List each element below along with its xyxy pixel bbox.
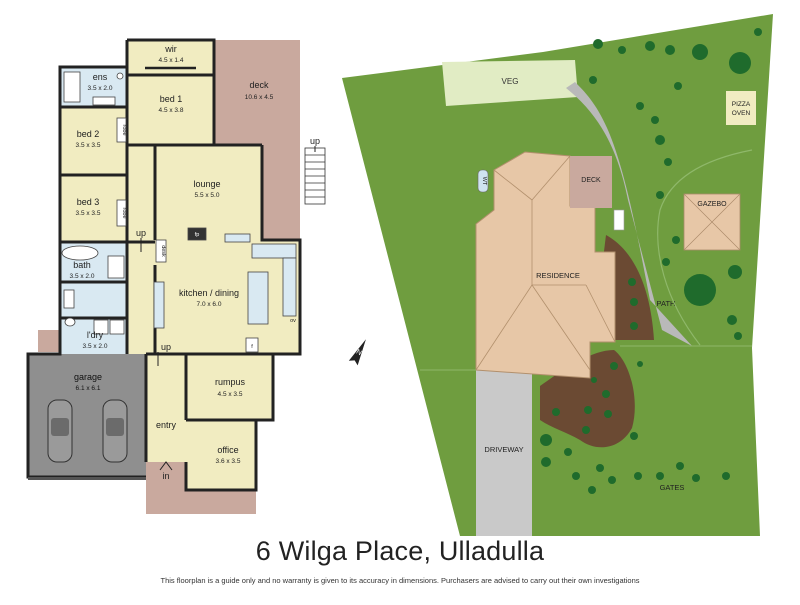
garage-dims: 6.1 x 6.1 xyxy=(76,385,101,392)
ldry-label: l'dry xyxy=(87,330,104,340)
kitchen-room xyxy=(155,240,300,354)
hall-room xyxy=(127,145,155,242)
rumpus-label: rumpus xyxy=(215,377,246,387)
in-marker: in xyxy=(162,471,169,481)
lounge-room xyxy=(155,145,262,240)
ens-dims: 3.5 x 2.0 xyxy=(88,85,113,92)
trees xyxy=(540,28,762,494)
kitchen-dims: 7.0 x 6.0 xyxy=(197,301,222,308)
rumpus-room xyxy=(186,354,273,420)
desk-label: desk xyxy=(160,245,166,257)
up-marker-hall: up xyxy=(136,228,146,238)
hall2-room xyxy=(127,242,155,354)
car-right xyxy=(102,399,128,463)
floor-plan: wir 4.5 x 1.4 ens 3.5 x 2.0 bed 1 4.5 x … xyxy=(26,38,326,514)
bed2-dims: 3.5 x 3.5 xyxy=(76,142,101,149)
robe-label-1: robe xyxy=(121,124,127,135)
site-plan: VEG PIZZA OVEN PATH GAZEBO DRIVEWAY xyxy=(342,14,773,536)
lounge-dims: 5.5 x 5.0 xyxy=(195,192,220,199)
pizza-oven xyxy=(726,91,756,125)
entry-room xyxy=(146,354,186,462)
entry-label: entry xyxy=(156,420,177,430)
site-deck-steps xyxy=(613,209,625,231)
bed3-room xyxy=(60,175,127,242)
fixtures xyxy=(61,66,297,353)
ldry-dims: 3.5 x 2.0 xyxy=(83,343,108,350)
bed3-dims: 3.5 x 3.5 xyxy=(76,210,101,217)
up-marker-kitchen: up xyxy=(161,342,171,352)
garage-label: garage xyxy=(74,372,102,382)
rumpus-dims: 4.5 x 3.5 xyxy=(218,391,243,398)
pizza-label-line1: PIZZA xyxy=(732,101,751,108)
wt-label: WT xyxy=(481,177,487,186)
bed1-room xyxy=(127,75,214,145)
veg-garden xyxy=(442,60,578,106)
office-room xyxy=(186,420,256,490)
up-marker-deck: up xyxy=(310,136,320,146)
veg-label: VEG xyxy=(502,77,519,86)
room-labels: wir 4.5 x 1.4 ens 3.5 x 2.0 bed 1 4.5 x … xyxy=(70,44,274,465)
lounge-label: lounge xyxy=(193,179,220,189)
office-dims: 3.6 x 3.5 xyxy=(216,458,241,465)
disclaimer-text: This floorplan is a guide only and no wa… xyxy=(160,576,640,585)
wir-dims: 4.5 x 1.4 xyxy=(159,57,184,64)
deck-area xyxy=(214,40,300,240)
fp-label: fp xyxy=(195,232,200,238)
gazebo-label: GAZEBO xyxy=(697,201,727,208)
site-deck xyxy=(570,156,612,208)
laundry-porch xyxy=(38,330,60,352)
bed1-label: bed 1 xyxy=(160,94,183,104)
deck-label: deck xyxy=(249,80,269,90)
gazebo: GAZEBO xyxy=(683,193,741,251)
path-label: PATH xyxy=(657,299,676,308)
north-arrow: N xyxy=(348,339,366,366)
level-markers: up up up in xyxy=(136,136,320,481)
car-left xyxy=(47,399,73,463)
garden-curve xyxy=(657,149,753,346)
bath-dims: 3.5 x 2.0 xyxy=(70,273,95,280)
kitchen-label: kitchen / dining xyxy=(179,288,239,298)
roof-ridges xyxy=(475,155,616,371)
north-label: N xyxy=(355,349,363,358)
gates-label: GATES xyxy=(660,483,685,492)
deck-dims: 10.6 x 4.5 xyxy=(245,94,274,101)
residence-label: RESIDENCE xyxy=(536,271,580,280)
property-title: 6 Wilga Place, Ulladulla xyxy=(255,536,545,566)
fixture-labels: robe robe fp desk ov f xyxy=(121,124,296,350)
fence-lines xyxy=(420,345,752,371)
deck-stairs xyxy=(304,147,326,205)
pizza-label-line2: OVEN xyxy=(732,110,751,117)
driveway-label: DRIVEWAY xyxy=(484,445,523,454)
bed2-room xyxy=(60,107,127,175)
residence-roof xyxy=(475,151,616,379)
site-deck-label: DECK xyxy=(581,177,601,184)
water-tank xyxy=(477,169,489,193)
ov-label: ov xyxy=(290,318,296,324)
garage-door xyxy=(28,477,146,480)
ens-label: ens xyxy=(93,72,108,82)
bed3-label: bed 3 xyxy=(77,197,100,207)
bed1-dims: 4.5 x 3.8 xyxy=(159,107,184,114)
fridge-label: f xyxy=(251,344,253,350)
arrow-marks xyxy=(140,146,316,471)
bed2-label: bed 2 xyxy=(77,129,100,139)
robe-label-2: robe xyxy=(121,207,127,218)
office-label: office xyxy=(217,445,238,455)
bath-label: bath xyxy=(73,260,91,270)
wir-label: wir xyxy=(164,44,177,54)
driveway xyxy=(476,370,532,536)
